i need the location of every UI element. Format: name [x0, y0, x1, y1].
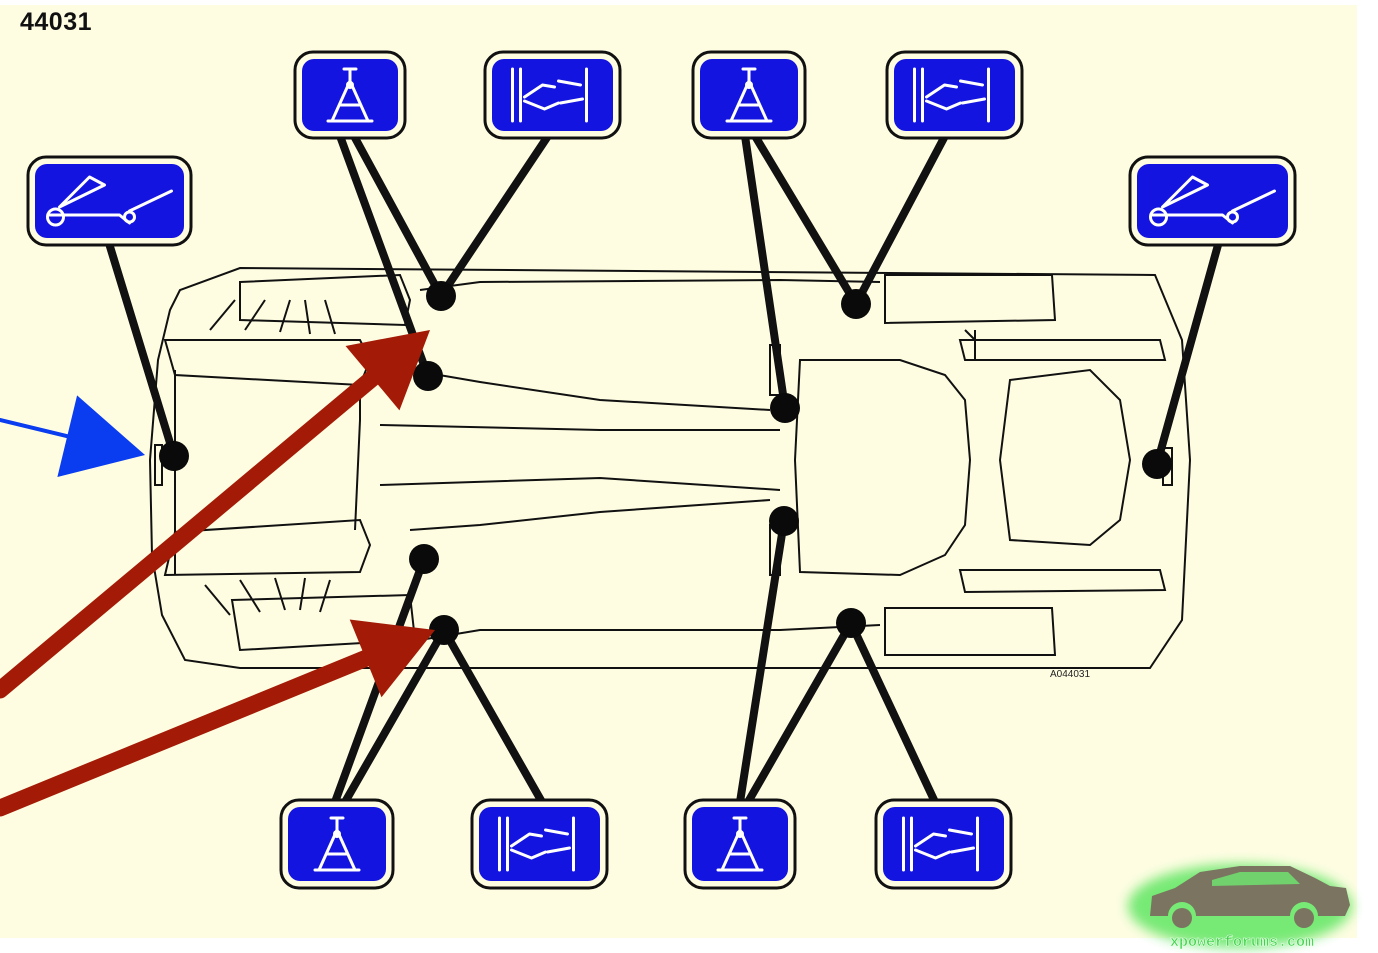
icon-tiles — [26, 50, 1297, 890]
blue-arrow-head — [57, 395, 145, 478]
lifting-point — [409, 544, 439, 574]
connector-line — [741, 132, 789, 412]
axle-stand-icon — [683, 798, 797, 890]
connector-line — [440, 626, 546, 806]
red-arrow-upper-shaft — [0, 369, 381, 699]
connector-line — [744, 619, 855, 806]
floor-jack-icon — [1128, 155, 1297, 247]
watermark-text: xpowerforums.com — [1170, 934, 1314, 951]
connector-line — [350, 132, 445, 300]
reference-code: A044031 — [1050, 669, 1090, 680]
lifting-point — [159, 441, 189, 471]
connector-line — [1153, 241, 1222, 468]
axle-stand-icon — [293, 50, 407, 140]
red-arrow-lower-head — [349, 619, 435, 698]
connector-line — [751, 132, 860, 308]
two-post-lift-icon — [470, 798, 609, 890]
diagram-panel — [0, 5, 1357, 938]
lifting-point — [770, 393, 800, 423]
annotation-arrows — [0, 330, 435, 817]
connector-line — [437, 132, 552, 300]
lifting-points — [159, 281, 1172, 645]
lifting-point — [426, 281, 456, 311]
two-post-lift-icon — [874, 798, 1013, 890]
axle-stand-icon — [691, 50, 807, 140]
lifting-point — [769, 506, 799, 536]
axle-stand-icon — [279, 798, 395, 890]
lifting-point — [429, 615, 459, 645]
connector-lines — [104, 132, 1222, 806]
red-arrow-upper-head — [345, 330, 430, 411]
connector-line — [847, 619, 939, 806]
car-silhouette-icon — [1150, 866, 1350, 916]
two-post-lift-icon — [885, 50, 1024, 140]
red-arrow-lower-shaft — [0, 649, 375, 817]
lifting-point — [841, 289, 871, 319]
blue-arrow-shaft — [0, 418, 70, 439]
two-post-lift-icon — [483, 50, 622, 140]
lifting-point — [836, 608, 866, 638]
connector-line — [104, 236, 178, 460]
watermark: xpowerforums.com — [1128, 864, 1352, 951]
connector-line — [736, 517, 788, 806]
lifting-point — [1142, 449, 1172, 479]
connector-line — [852, 132, 949, 308]
lifting-point — [413, 361, 443, 391]
diagram-title: 44031 — [20, 8, 93, 36]
connector-line — [341, 626, 448, 806]
floor-jack-icon — [26, 155, 193, 247]
